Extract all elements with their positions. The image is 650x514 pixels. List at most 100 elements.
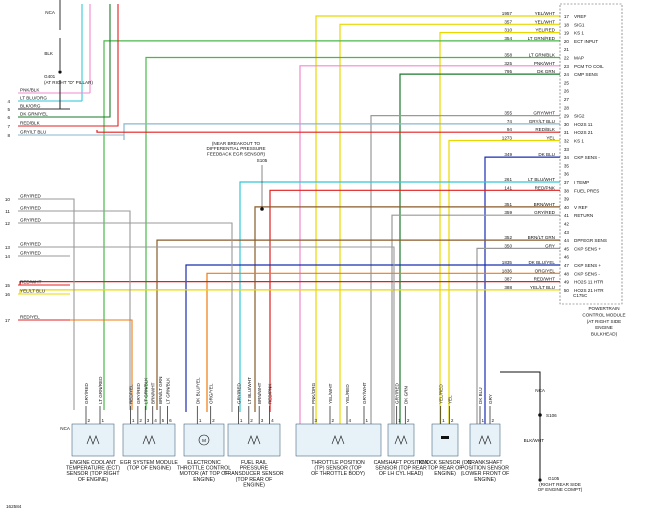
s105-note-line-1: (NEAR BREAKOUT TO <box>212 141 261 146</box>
ect-caption-line-2: TEMPERATURE (ECT) <box>66 466 120 472</box>
ect-pin-wire: GRY/RED <box>84 382 89 404</box>
cmp-pin-wire: GRY/RED <box>395 382 400 404</box>
pcm-wire-color: LT GRN/BLK <box>529 53 556 58</box>
pcm-pin-label: SIG2 <box>574 114 585 119</box>
pcm-title-line-5: BULKHEAD) <box>591 332 618 337</box>
egr-pin-number: 3 <box>147 418 150 423</box>
pcm-pin-number: 44 <box>564 238 570 243</box>
ks-caption-line-3: ENGINE) <box>434 471 456 477</box>
pcm-pin-number: 26 <box>564 89 570 94</box>
pcm-pin-number: 30 <box>564 122 570 127</box>
pcm-pin-label: ECT INPUT <box>574 39 598 44</box>
component-symbol <box>247 435 261 445</box>
etc-pin-number: 1 <box>199 418 202 423</box>
ect-box <box>71 423 115 457</box>
pcm-title-line-2: CONTROL MODULE <box>582 312 625 317</box>
pcm-pin-number: 35 <box>564 163 570 168</box>
egr-pin-wire: LT GRN/BLK <box>143 377 148 404</box>
left-wire-label: RED/WHT <box>20 280 42 285</box>
ect-caption-line-3: SENSOR (TOP RIGHT <box>66 471 120 477</box>
component-symbol <box>478 435 492 445</box>
left-wire-label: RED/BLK <box>20 121 41 126</box>
wire-dk-grn-yel <box>70 4 111 118</box>
component-symbol <box>86 435 100 445</box>
pcm-pin-label: DPFEGR SENS <box>574 238 607 243</box>
left-wire-label: GRY/RED <box>20 251 42 256</box>
pcm-circuit-number: 349 <box>504 152 512 157</box>
pcm-pin-number: 25 <box>564 80 570 85</box>
left-wire-number: 6 <box>7 115 10 120</box>
pcm-pin-label: RETURN <box>574 213 593 218</box>
egr-pin-number: 1 <box>132 418 135 423</box>
egr-caption-line-1: EGR SYSTEM MODULE <box>120 460 178 466</box>
ect-pin-number: 2 <box>88 418 91 423</box>
pcm-circuit-number: 350 <box>504 243 512 248</box>
cmp-caption-line-1: CAMSHAFT POSITION <box>374 460 429 466</box>
frp-pin-wire: RED/PNK <box>268 383 273 404</box>
motor-symbol <box>198 434 210 446</box>
pcm-pin-number: 17 <box>564 14 570 19</box>
g105-connector: NCA <box>535 388 546 393</box>
pcm-pin-number: 24 <box>564 72 570 77</box>
pcm-pin-number: 29 <box>564 114 570 119</box>
pcm-pin-number: 37 <box>564 180 570 185</box>
pcm-pin-number: 38 <box>564 188 570 193</box>
pcm-wire-color: DK GRN <box>537 69 555 74</box>
s105-label: S105 <box>257 158 268 163</box>
etc-pin-wire: ORG/YEL <box>209 383 214 404</box>
pcm-circuit-number: 1957 <box>502 11 513 16</box>
frp-caption-line-1: FUEL RAIL <box>241 460 267 466</box>
s105-splice-dot <box>260 207 264 211</box>
g401-wire-label: BLK <box>44 51 54 56</box>
frp-box <box>227 423 281 457</box>
g105-ground-point <box>538 478 542 482</box>
pcm-pin-label: SIG1 <box>574 22 585 27</box>
frp-caption-line-3: TRANSDUCER SENSOR <box>224 471 284 477</box>
ckp-pin-number: 2 <box>492 418 495 423</box>
tp-caption-line-2: (TP) SENSOR (TOP <box>314 466 362 472</box>
egr-pin-wire: BRN/WHT <box>151 382 156 404</box>
pcm-pin-number: 45 <box>564 246 570 251</box>
left-wire-number: 16 <box>5 292 11 297</box>
left-wire-label: DK GRN/YEL <box>20 112 48 117</box>
ect-pin-number: 1 <box>102 418 105 423</box>
left-wire-label: GRY/RED <box>20 242 42 247</box>
pcm-circuit-number: 388 <box>504 285 512 290</box>
pcm-circuit-number: 354 <box>504 36 512 41</box>
cmp-pin-wire: DK GRN <box>403 386 408 404</box>
ect-caption-line-1: ENGINE COOLANT <box>70 460 117 466</box>
pcm-wire-color: GRY <box>545 243 555 248</box>
g105-wire-label: BLK/WHT <box>524 438 545 443</box>
ckp-pin-wire: GRY <box>488 394 493 404</box>
etc-pin-wire: DK BLU/YEL <box>195 377 200 404</box>
pcm-pin-number: 47 <box>564 263 570 268</box>
pcm-circuit-number: 359 <box>504 210 512 215</box>
etc-caption-line-3: MOTOR (AT TOP OF <box>180 471 229 477</box>
pcm-pin-label: CKP SENS + <box>574 246 601 251</box>
frp-pin-wire: BRN/WHT <box>257 382 262 404</box>
component-symbol <box>394 435 408 445</box>
pcm-title-line-1: POWERTRAIN <box>588 306 619 311</box>
pcm-circuit-number: 310 <box>504 28 512 33</box>
pcm-pin-number: 21 <box>564 47 570 52</box>
pcm-circuit-number: 325 <box>504 61 512 66</box>
etc-caption-line-1: ELECTRONIC <box>187 460 221 466</box>
s106-splice-dot <box>538 413 542 417</box>
pcm-pin-number: 41 <box>564 213 570 218</box>
ect-connector: NCA <box>60 426 71 431</box>
ks-pin-wire: YEL/RED <box>439 384 444 404</box>
wire-gry-wht <box>370 114 560 424</box>
frp-pin-number: 4 <box>271 418 274 423</box>
pcm-wire-color: BRN/WHT <box>534 202 556 207</box>
pcm-pin-label: V REF <box>574 205 588 210</box>
etc-caption-line-4: ENGINE) <box>193 477 215 483</box>
pcm-pin-number: 32 <box>564 139 570 144</box>
pcm-wire-color: GRY/LT BLU <box>529 119 555 124</box>
tp-pin-wire: PNK/ORG <box>311 382 316 404</box>
pcm-wire-color: GRY/RED <box>534 210 556 215</box>
egr-pin-number: 2 <box>139 418 142 423</box>
wire-lt-grn-red <box>103 40 560 410</box>
